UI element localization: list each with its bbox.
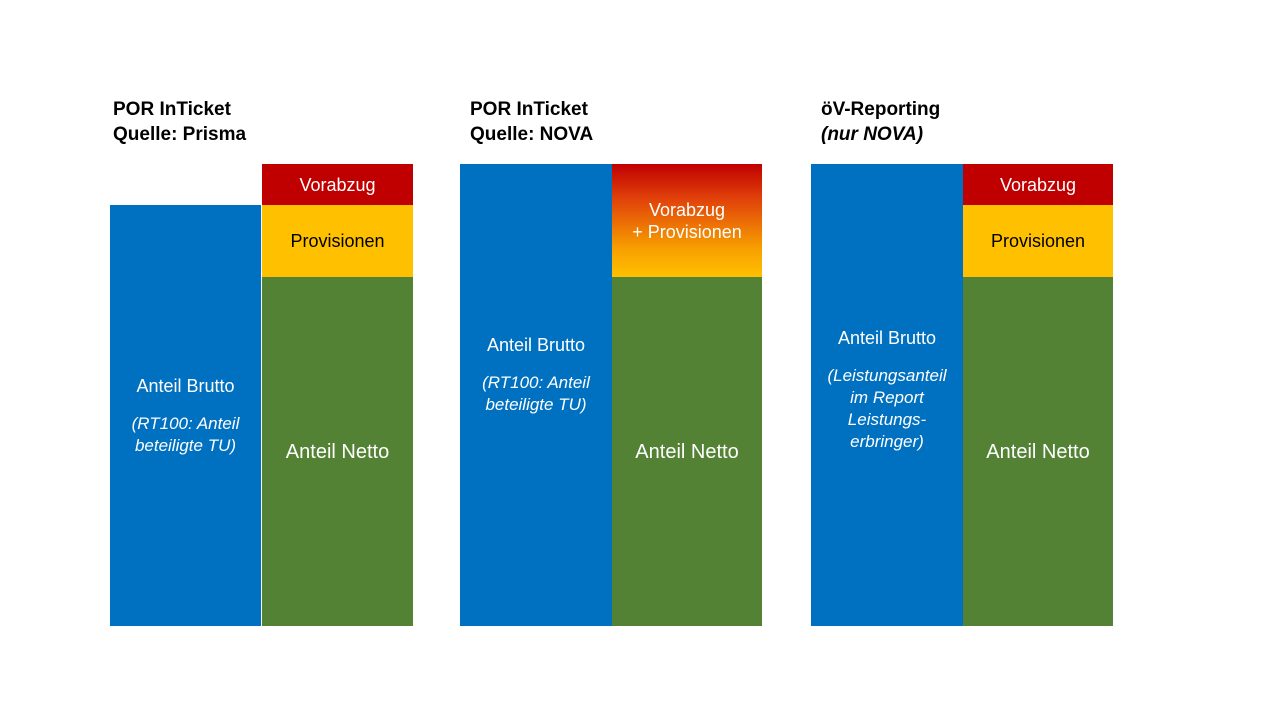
panel-nova: POR InTicket Quelle: NOVA Anteil Brutto … [460,0,764,720]
brutto-label: Anteil Brutto [136,375,235,396]
brutto-block: Anteil Brutto (RT100: Anteil beteiligte … [110,205,261,626]
netto-block: Anteil Netto [612,277,762,626]
panel-oev-reporting: öV-Reporting (nur NOVA) Anteil Brutto (L… [811,0,1115,720]
netto-label: Anteil Netto [285,440,390,463]
provisionen-label: Provisionen [990,231,1086,251]
provisionen-block: Provisionen [262,205,413,277]
title-line-1: POR InTicket [470,99,588,120]
brutto-note: (Leistungsanteil im Report Leistungs-erb… [827,366,947,451]
panel-prisma: POR InTicket Quelle: Prisma Anteil Brutt… [110,0,414,720]
vorabzug-block: Vorabzug [262,164,413,205]
brutto-note: (RT100: Anteil beteiligte TU) [131,413,240,455]
title-line-2: Quelle: Prisma [113,124,247,145]
brutto-block: Anteil Brutto (RT100: Anteil beteiligte … [460,164,612,626]
netto-label: Anteil Netto [986,440,1090,463]
vorabzug-provisionen-block: Vorabzug + Provisionen [612,164,762,277]
vorabzug-label: Vorabzug [648,199,726,220]
panel-title: öV-Reporting (nur NOVA) [821,97,940,147]
brutto-label: Anteil Brutto [486,335,586,355]
title-line-1: öV-Reporting [821,99,941,120]
vorabzug-label: Vorabzug [299,174,376,195]
vorabzug-block: Vorabzug [963,164,1113,205]
provisionen-block: Provisionen [963,205,1113,277]
brutto-block: Anteil Brutto (Leistungsanteil im Report… [811,164,963,626]
title-line-2: Quelle: NOVA [470,124,594,145]
panel-title: POR InTicket Quelle: Prisma [113,97,246,147]
netto-label: Anteil Netto [635,440,739,463]
title-line-1: POR InTicket [113,99,231,120]
netto-block: Anteil Netto [963,277,1113,626]
panel-title: POR InTicket Quelle: NOVA [470,97,593,147]
provisionen-label: Provisionen [290,231,385,251]
provisionen-label: + Provisionen [632,221,742,242]
vorabzug-label: Vorabzug [999,174,1077,195]
title-line-2: (nur NOVA) [821,124,924,145]
brutto-note: (RT100: Anteil beteiligte TU) [482,373,590,414]
brutto-label: Anteil Brutto [837,328,937,348]
netto-block: Anteil Netto [262,277,413,626]
